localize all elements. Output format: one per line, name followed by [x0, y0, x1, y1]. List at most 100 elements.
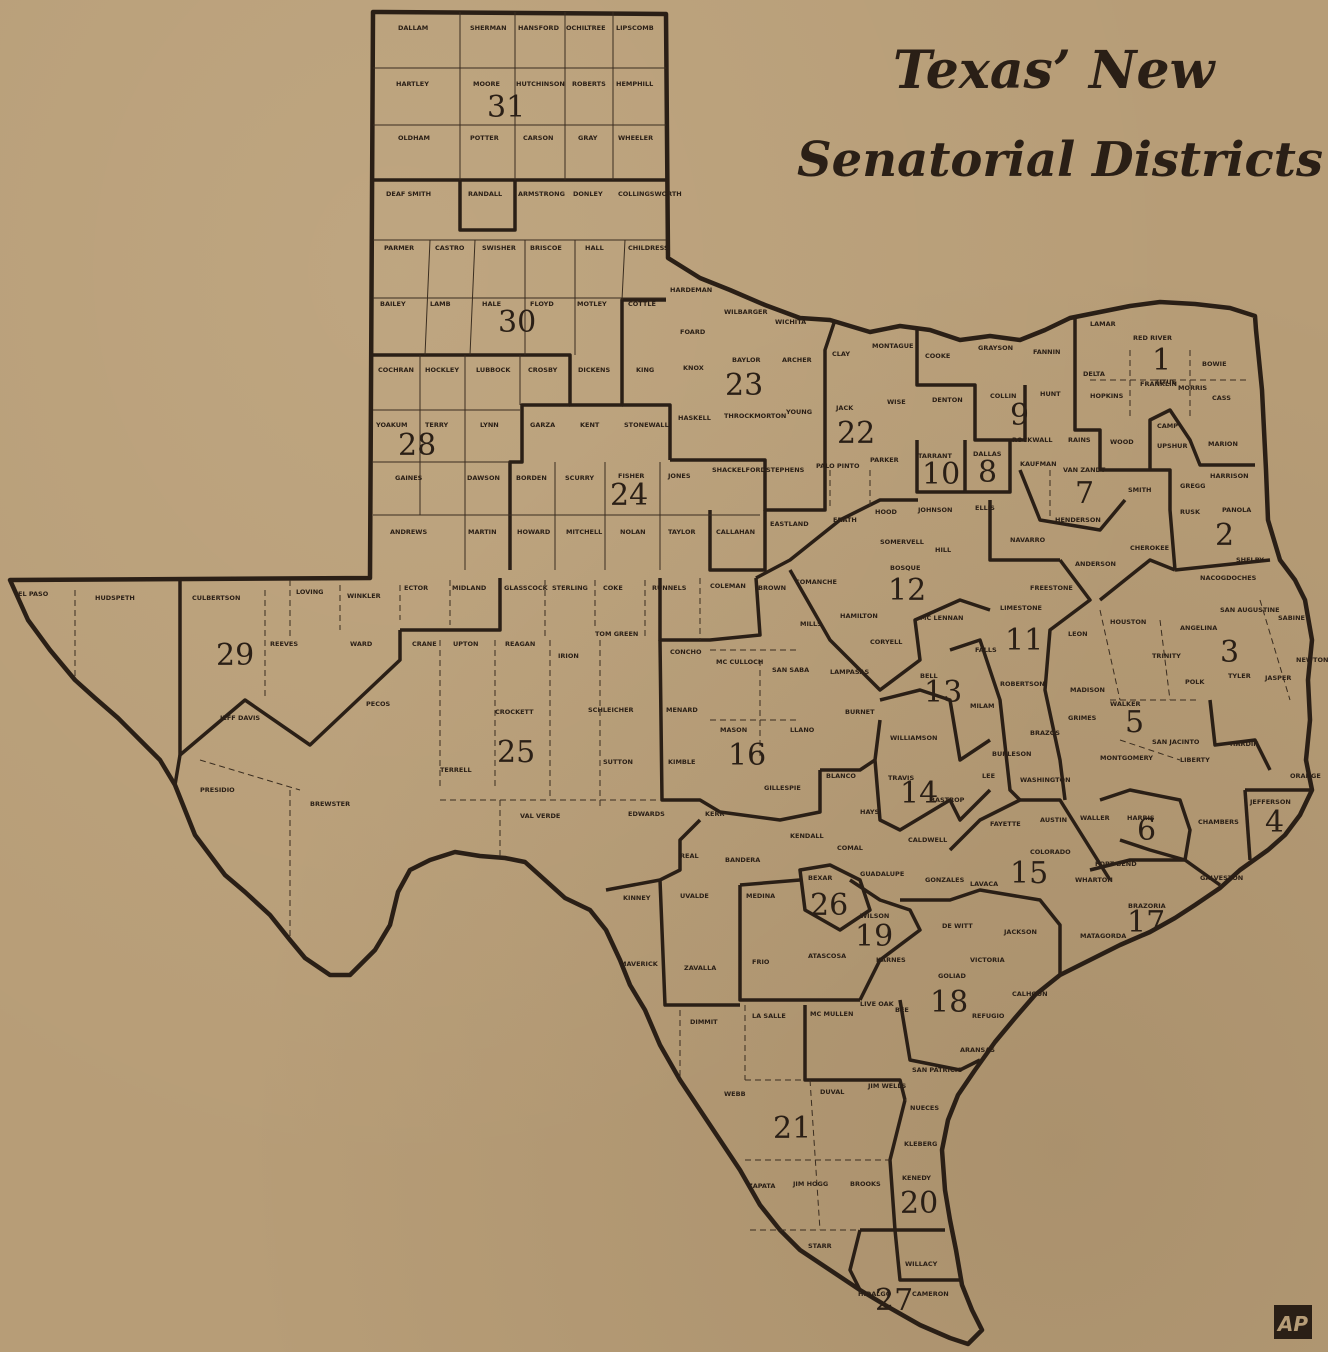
county-label: VAL VERDE [520, 812, 560, 820]
district-label: 18 [930, 985, 968, 1020]
county-label: PARMER [384, 244, 414, 252]
county-label: BRAZORIA [1128, 902, 1166, 910]
county-label: TRINITY [1152, 652, 1181, 660]
county-label: ORANGE [1290, 772, 1321, 780]
county-label: DUVAL [820, 1088, 844, 1096]
county-label: CAMP [1157, 422, 1178, 430]
county-label: KING [636, 366, 654, 374]
county-label: YOUNG [785, 408, 812, 416]
county-label: DAWSON [467, 474, 500, 482]
district-numbers: 1 2 3 4 5 6 7 8 9 10 11 12 13 14 15 16 1… [216, 90, 1284, 1318]
county-label: TAYLOR [668, 528, 696, 536]
county-label: BEXAR [808, 874, 832, 882]
county-label: ZAPATA [748, 1182, 775, 1190]
district-label: 31 [487, 90, 525, 125]
county-label: HUTCHINSON [516, 80, 565, 88]
county-label: COLEMAN [710, 582, 746, 590]
county-label: COMAL [837, 844, 863, 852]
county-label: SABINE [1278, 614, 1305, 622]
county-label: HAYS [860, 808, 880, 816]
county-label: HEMPHILL [616, 80, 653, 88]
county-label: SMITH [1128, 486, 1151, 494]
county-label: FAYETTE [990, 820, 1021, 828]
county-label: WILSON [860, 912, 889, 920]
county-label: HALE [482, 300, 501, 308]
county-label: COCHRAN [378, 366, 414, 374]
county-label: COMANCHE [795, 578, 837, 586]
county-label: HASKELL [678, 414, 711, 422]
county-label: LAMAR [1090, 320, 1116, 328]
county-label: COKE [603, 584, 623, 592]
county-label: BASTROP [930, 796, 965, 804]
county-label: WILLACY [905, 1260, 938, 1268]
county-label: CASTRO [435, 244, 465, 252]
county-label: ANGELINA [1180, 624, 1217, 632]
county-label: SWISHER [482, 244, 516, 252]
county-label: WILLIAMSON [890, 734, 937, 742]
county-label: FALLS [975, 646, 997, 654]
county-label: CHEROKEE [1130, 544, 1169, 552]
county-label: COLLIN [990, 392, 1016, 400]
county-label: UPTON [453, 640, 478, 648]
county-label: RUSK [1180, 508, 1201, 516]
district-boundaries [173, 178, 1312, 1291]
county-label: MARTIN [468, 528, 497, 536]
county-label: JACKSON [1003, 928, 1037, 936]
county-label: FOARD [680, 328, 706, 336]
county-label: ECTOR [404, 584, 428, 592]
county-label: MC LENNAN [920, 614, 963, 622]
county-label: HARRISON [1210, 472, 1249, 480]
county-label: TITUS [1155, 378, 1177, 386]
county-label: SAN SABA [772, 666, 809, 674]
county-label: MORRIS [1178, 384, 1207, 392]
county-label: COLLINGSWORTH [618, 190, 682, 198]
district-label: 10 [922, 457, 960, 492]
county-label: CROCKETT [495, 708, 534, 716]
county-label: CASS [1212, 394, 1231, 402]
district-label: 6 [1137, 813, 1156, 848]
county-label: COTTLE [628, 300, 656, 308]
county-label: GALVESTON [1200, 874, 1243, 882]
county-label: IRION [558, 652, 579, 660]
district-label: 16 [728, 738, 766, 773]
district-label: 9 [1010, 398, 1029, 433]
county-label: WINKLER [347, 592, 381, 600]
county-label: AUSTIN [1040, 816, 1067, 824]
county-label: REAL [680, 852, 699, 860]
county-label: CROSBY [528, 366, 558, 374]
county-label: LLANO [790, 726, 815, 734]
county-label: HOUSTON [1110, 618, 1146, 626]
county-label: BROOKS [850, 1180, 881, 1188]
county-label: CLAY [832, 350, 850, 358]
county-label: JEFFERSON [1249, 798, 1291, 806]
county-label: BOSQUE [890, 564, 920, 572]
county-label: PANOLA [1222, 506, 1251, 514]
county-label: REFUGIO [972, 1012, 1005, 1020]
district-label: 26 [810, 888, 848, 923]
county-label: POTTER [470, 134, 499, 142]
county-label: JIM WELLS [867, 1082, 906, 1090]
county-names: DALLAM SHERMAN HANSFORD OCHILTREE LIPSCO… [18, 24, 1328, 1298]
county-label: BOWIE [1202, 360, 1227, 368]
county-label: KARNES [876, 956, 906, 964]
county-label: HUDSPETH [95, 594, 135, 602]
county-label: COOKE [925, 352, 950, 360]
county-label: STEPHENS [766, 466, 805, 474]
county-label: GREGG [1180, 482, 1205, 490]
county-label: BAYLOR [732, 356, 761, 364]
county-label: BLANCO [826, 772, 856, 780]
county-label: MC CULLOCH [716, 658, 763, 666]
district-label: 24 [610, 478, 648, 513]
county-label: BURNET [845, 708, 875, 716]
county-label: WHARTON [1075, 876, 1113, 884]
county-label: SCHLEICHER [588, 706, 634, 714]
county-label: LEON [1068, 630, 1088, 638]
county-boundaries [74, 12, 1291, 1231]
county-label: DENTON [932, 396, 963, 404]
county-label: DONLEY [573, 190, 603, 198]
county-label: PRESIDIO [200, 786, 235, 794]
county-label: ROBERTS [572, 80, 606, 88]
county-label: WOOD [1110, 438, 1134, 446]
county-label: RED RIVER [1133, 334, 1172, 342]
county-label: CONCHO [670, 648, 702, 656]
